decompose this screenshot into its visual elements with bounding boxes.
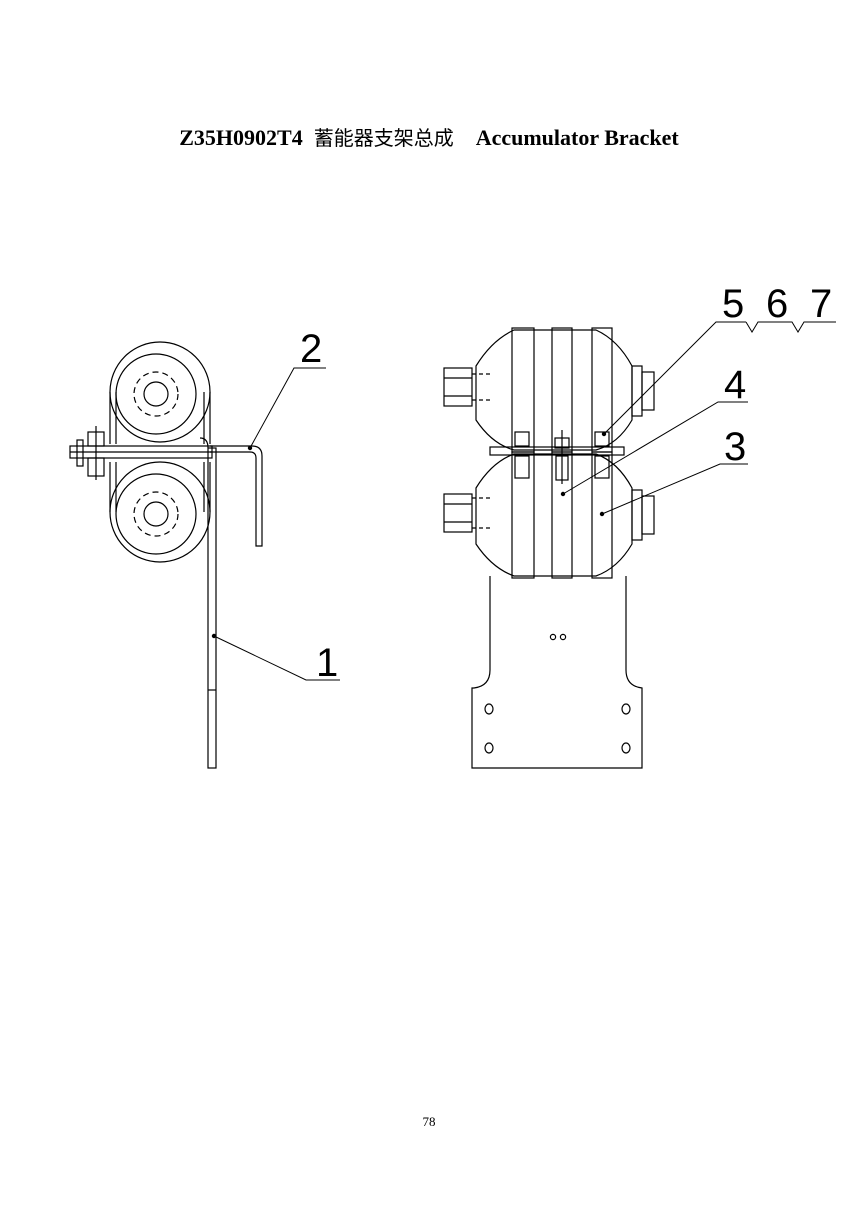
leader-6-7-baseline bbox=[745, 321, 836, 333]
side-view bbox=[69, 341, 263, 769]
front-mounting-plate bbox=[471, 576, 643, 769]
front-view bbox=[443, 327, 655, 769]
title-english: Accumulator Bracket bbox=[475, 125, 679, 150]
callout-5: 5 bbox=[722, 282, 744, 326]
callout-3: 3 bbox=[724, 425, 746, 469]
leader-1 bbox=[213, 635, 340, 681]
side-vertical-bracket bbox=[199, 437, 217, 769]
callout-1: 1 bbox=[316, 641, 338, 685]
leader-2 bbox=[249, 367, 326, 449]
leader-lines bbox=[213, 321, 836, 681]
side-l-bracket bbox=[210, 445, 263, 547]
callout-7: 7 bbox=[810, 282, 832, 326]
front-lower-accumulator bbox=[443, 451, 655, 579]
leader-dots bbox=[211, 431, 607, 639]
leader-4 bbox=[562, 401, 748, 495]
page-title: Z35H0902T4 蓄能器支架总成 Accumulator Bracket bbox=[0, 122, 858, 151]
side-lower-accumulator bbox=[109, 461, 211, 563]
part-number: Z35H0902T4 bbox=[179, 125, 303, 150]
leader-3 bbox=[601, 463, 748, 515]
side-upper-accumulator bbox=[109, 341, 211, 444]
page-number: 78 bbox=[422, 1114, 436, 1129]
leader-5 bbox=[603, 321, 746, 435]
callout-6: 6 bbox=[766, 282, 788, 326]
title-chinese: 蓄能器支架总成 bbox=[313, 126, 454, 150]
front-clamp-plate bbox=[489, 430, 625, 484]
front-upper-accumulator bbox=[443, 327, 655, 453]
callout-4: 4 bbox=[724, 363, 746, 407]
callout-2: 2 bbox=[300, 327, 322, 371]
